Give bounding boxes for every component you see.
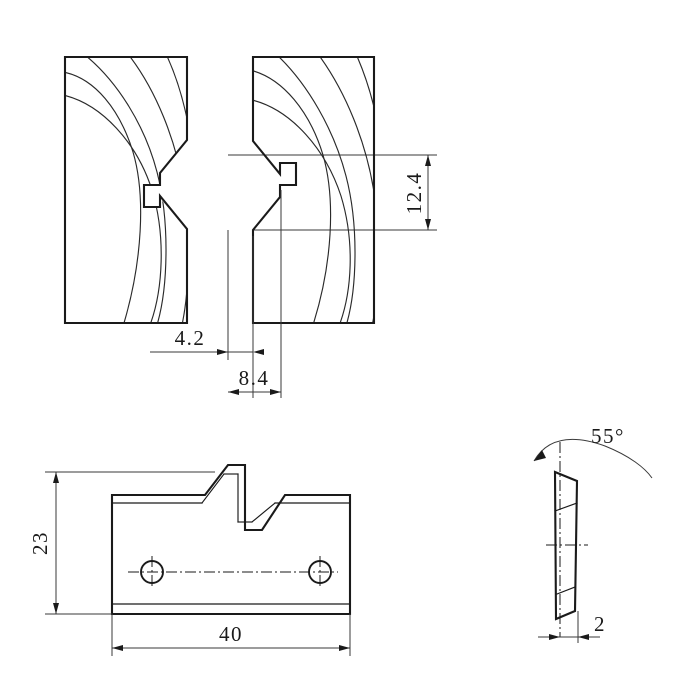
dimension-8-4-label: 8.4 (239, 366, 270, 390)
blade-body-outline (553, 470, 579, 621)
dimension-2-label: 2 (594, 612, 606, 636)
left-block-outline (63, 55, 189, 325)
wood-joint-section-view: 12.4 4.2 8.4 (63, 55, 437, 398)
right-block-outline (251, 55, 376, 325)
cutter-plate-edge-detail (111, 473, 351, 605)
blade-base-line (556, 586, 576, 595)
dimension-40: 40 (111, 614, 351, 656)
dimension-23-label: 23 (28, 531, 52, 555)
mounting-hole-right (308, 556, 332, 588)
dimension-12-4: 12.4 (402, 155, 431, 230)
angle-leader-arc (533, 438, 653, 479)
extension-lines-12-4 (228, 154, 437, 231)
dimension-8-4: 8.4 (228, 190, 282, 398)
right-block-grain-lines (254, 58, 373, 322)
dimension-12-4-label: 12.4 (402, 172, 426, 215)
dimension-40-label: 40 (219, 622, 243, 646)
dimension-2: 2 (538, 611, 606, 643)
dimension-55-deg: 55° (533, 424, 653, 479)
dimension-55-deg-label: 55° (591, 424, 625, 448)
right-wood-block (251, 55, 376, 325)
cutter-side-view: 55° 2 (533, 424, 653, 643)
blade-bevel-line (554, 502, 578, 512)
dimension-4-2: 4.2 (150, 230, 264, 398)
cutter-front-view: 23 40 (28, 463, 352, 656)
mounting-hole-left (140, 556, 164, 588)
dimension-4-2-label: 4.2 (175, 326, 206, 350)
left-wood-block (63, 55, 189, 325)
dimension-23: 23 (28, 471, 215, 615)
